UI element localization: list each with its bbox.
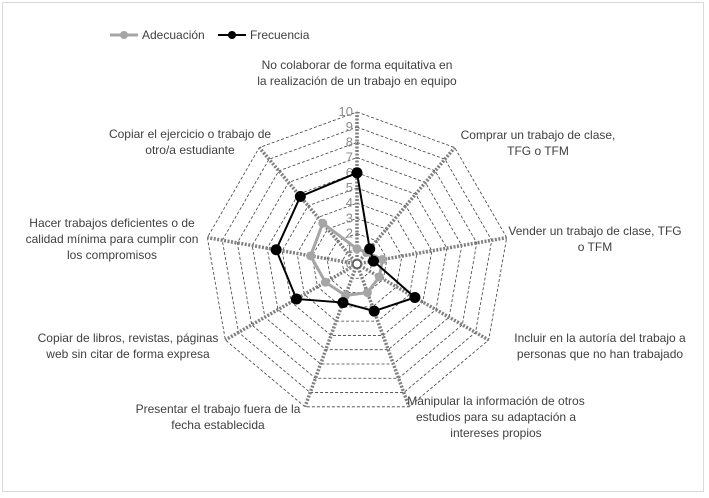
legend-item-frecuencia: Frecuencia: [218, 28, 309, 42]
data-point-1-6: [290, 293, 302, 305]
tick-label-9: 9: [346, 119, 353, 134]
legend-marker-frecuencia: [218, 31, 246, 39]
tick-label-0: 0: [346, 256, 353, 271]
data-point-0-3: [374, 272, 384, 282]
grid-ring-5: [281, 187, 433, 336]
center-marker: [352, 259, 362, 269]
axis-label-1: Comprar un trabajo de clase, TFG o TFM: [460, 128, 616, 158]
grid-ring-10: [206, 111, 508, 408]
tick-label-4: 4: [346, 195, 353, 210]
axis-label-3: Incluir en la autoría del trabajo a pers…: [514, 331, 686, 361]
legend-marker-adecuacion: [110, 31, 138, 39]
axis-label-5: Presentar el trabajo fuera de la fecha e…: [135, 402, 301, 432]
axis-label-7: Hacer trabajos deficientes o de calidad …: [25, 216, 199, 262]
grid-ring-1: [341, 248, 373, 279]
grid-ring-4: [296, 202, 418, 322]
axis-label-4: Manipular la información de otros estudi…: [407, 394, 585, 440]
grid-ring-7: [251, 157, 463, 365]
axis-label-6: Copiar de libros, revistas, páginas web …: [37, 331, 219, 361]
series-line-1: [275, 171, 417, 313]
data-point-1-3: [409, 291, 421, 303]
chart-frame: [2, 2, 704, 492]
tick-label-10: 10: [339, 104, 353, 119]
legend-label-adecuacion: Adecuación: [142, 28, 205, 42]
axis-spoke-4: [355, 263, 411, 408]
data-point-1-7: [270, 244, 282, 256]
axis-spoke-1: [355, 146, 457, 266]
grid-ring-6: [266, 172, 448, 351]
tick-label-7: 7: [346, 150, 353, 165]
data-point-1-4: [368, 305, 380, 317]
tick-label-5: 5: [346, 180, 353, 195]
axis-spoke-6: [224, 262, 358, 342]
data-point-1-1: [364, 243, 376, 255]
tick-label-1: 1: [346, 241, 353, 256]
data-point-1-0: [351, 167, 363, 179]
data-point-0-4: [362, 288, 372, 298]
axis-label-8: Copiar el ejercicio o trabajo de otro/a …: [108, 127, 272, 157]
data-point-0-0: [352, 244, 362, 254]
tick-label-6: 6: [346, 165, 353, 180]
data-point-0-6: [320, 277, 330, 287]
tick-label-3: 3: [346, 210, 353, 225]
grid-ring-9: [221, 126, 493, 393]
data-point-1-2: [367, 255, 379, 267]
grid-ring-2: [326, 233, 388, 293]
legend-label-frecuencia: Frecuencia: [250, 28, 310, 42]
tick-label-8: 8: [346, 134, 353, 149]
axis-label-2: Vender un trabajo de clase, TFG o TFM: [508, 224, 682, 254]
data-point-0-7: [306, 251, 316, 261]
axis-label-0: No colaborar de forma equitativa en la r…: [257, 58, 457, 88]
axis-spoke-5: [303, 263, 359, 408]
data-point-0-8: [318, 218, 328, 228]
data-point-1-5: [337, 297, 349, 309]
legend-item-adecuacion: Adecuación: [110, 28, 205, 42]
tick-label-2: 2: [346, 226, 353, 241]
axis-spoke-8: [257, 146, 359, 266]
data-point-0-2: [377, 255, 387, 265]
data-point-1-8: [294, 190, 306, 202]
axis-spoke-7: [207, 235, 358, 266]
